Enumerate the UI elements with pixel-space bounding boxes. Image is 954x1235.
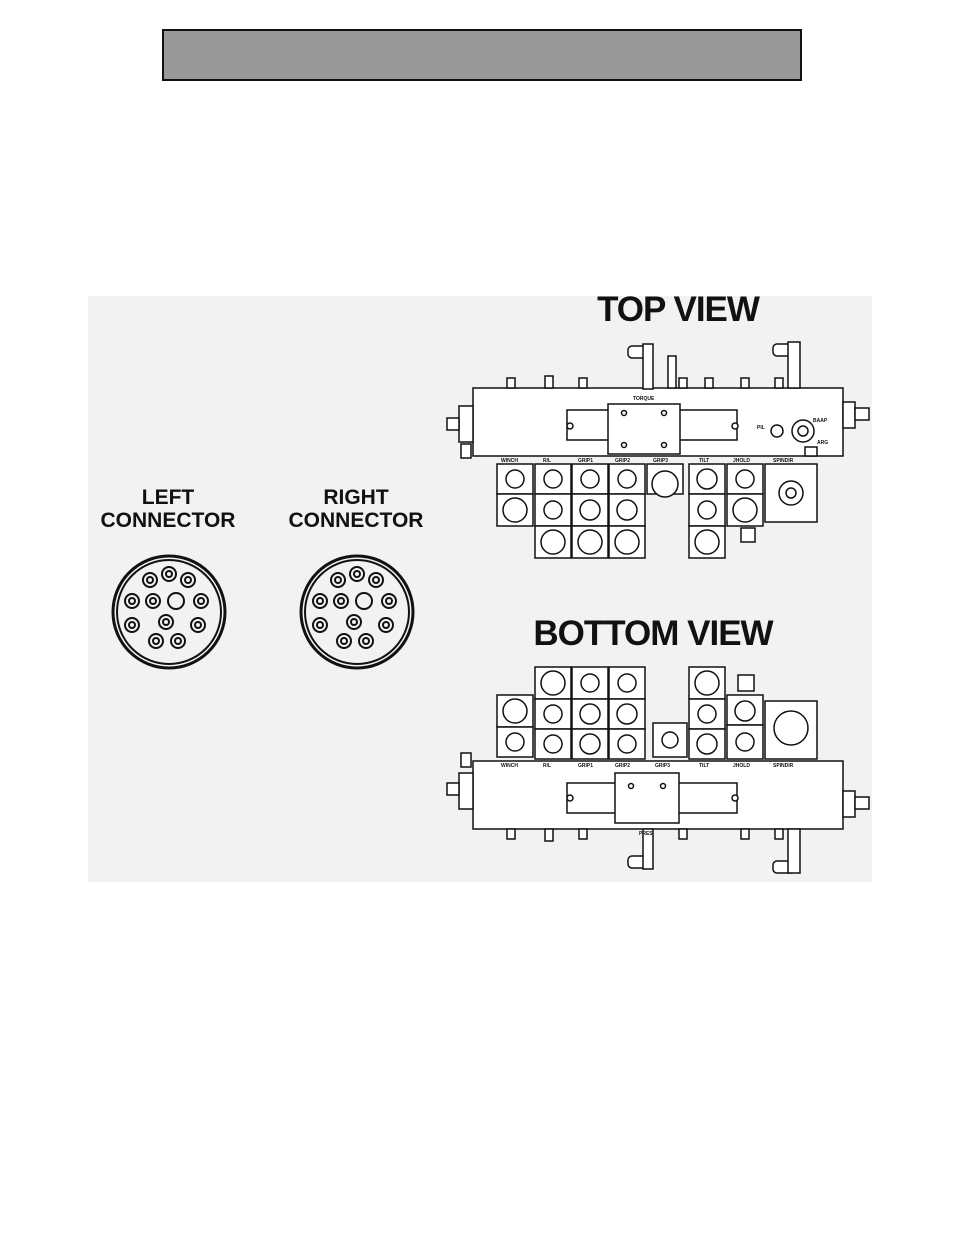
bottom-section-label-rl: R/L: [543, 763, 551, 769]
bottom-section-label-spindir: SPINDIR: [773, 763, 794, 769]
bottom-section-label-grip1: GRIP1: [578, 763, 593, 769]
top-section-label-grip1: GRIP1: [578, 458, 593, 464]
left-connector-label: LEFT CONNECTOR: [88, 486, 248, 532]
top-port-label-pil: PIL: [757, 425, 765, 431]
bottom-block-label: PRES: [639, 831, 653, 837]
right-connector-label: RIGHT CONNECTOR: [276, 486, 436, 532]
top-port-label-arg: ARG: [817, 440, 828, 446]
top-view-valve-drawing: TORQUE WINCH R/L GRIP1 GRIP2 GRIP3 TILT …: [443, 336, 873, 561]
bottom-view-title: BOTTOM VIEW: [498, 614, 808, 654]
top-section-label-winch: WINCH: [501, 458, 518, 464]
bottom-section-label-tilt: TILT: [699, 763, 709, 769]
header-bar: [162, 29, 802, 81]
left-connector-line2: CONNECTOR: [88, 509, 248, 532]
top-port-label-baap: BAAP: [813, 418, 828, 424]
bottom-section-label-jhold: JHOLD: [733, 763, 750, 769]
right-connector-line2: CONNECTOR: [276, 509, 436, 532]
top-section-label-grip3: GRIP3: [653, 458, 668, 464]
top-section-label-grip2: GRIP2: [615, 458, 630, 464]
right-connector-line1: RIGHT: [276, 486, 436, 509]
top-block-label: TORQUE: [633, 396, 655, 402]
top-section-label-rl: R/L: [543, 458, 551, 464]
top-section-label-tilt: TILT: [699, 458, 709, 464]
top-section-label-spindir: SPINDIR: [773, 458, 794, 464]
right-connector-icon: [296, 551, 418, 673]
bottom-section-label-winch: WINCH: [501, 763, 518, 769]
bottom-section-label-grip3: GRIP3: [655, 763, 670, 769]
valve-diagram-figure: TOP VIEW BOTTOM VIEW LEFT CONNECTOR RIGH…: [88, 296, 872, 882]
bottom-view-valve-drawing: PRES WINCH R/L GRIP1 GRIP2 GRIP3 TILT JH…: [443, 661, 873, 883]
top-section-label-jhold: JHOLD: [733, 458, 750, 464]
bottom-section-label-grip2: GRIP2: [615, 763, 630, 769]
left-connector-line1: LEFT: [88, 486, 248, 509]
top-view-title: TOP VIEW: [578, 290, 778, 330]
left-connector-icon: [108, 551, 230, 673]
